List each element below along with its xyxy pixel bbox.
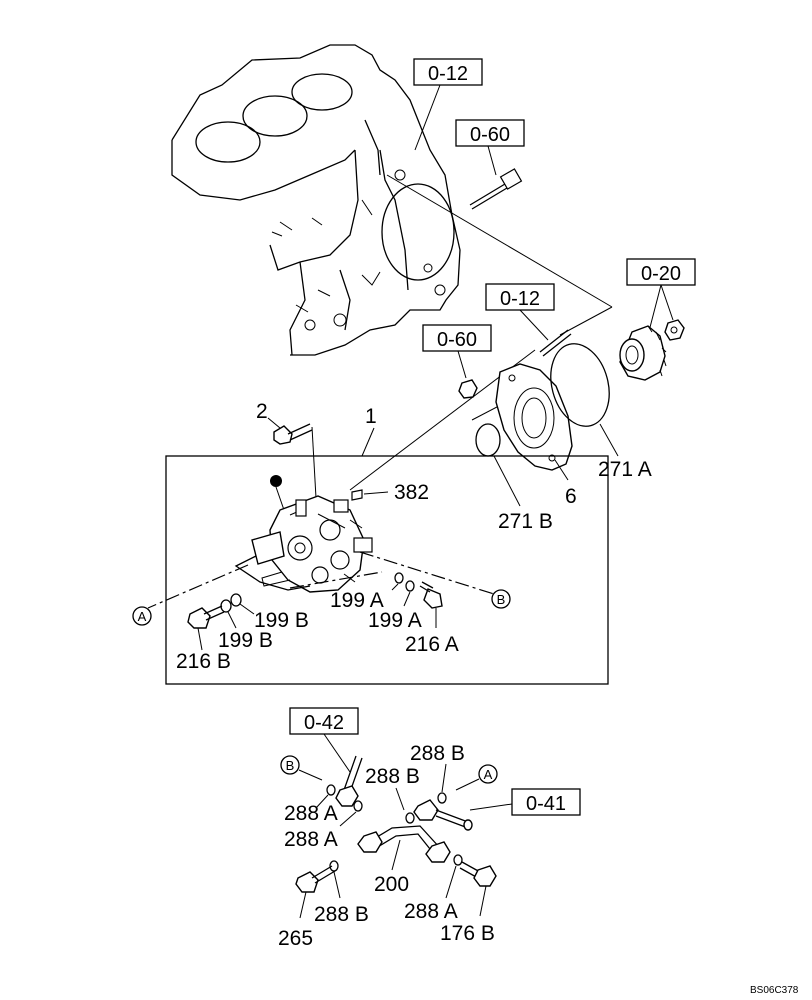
drive-gear bbox=[619, 325, 667, 381]
marker-b-right: B bbox=[491, 589, 511, 609]
label-382: 382 bbox=[394, 481, 429, 504]
drawing-code: BS06C378 bbox=[750, 985, 799, 996]
washer-288b-1 bbox=[437, 792, 447, 804]
assembly-box bbox=[165, 455, 609, 685]
ref-0-41: 0-41 bbox=[526, 793, 566, 815]
ref-0-60-mid: 0-60 bbox=[437, 329, 477, 351]
label-288b-1: 288 B bbox=[410, 742, 465, 765]
bolt-216a bbox=[419, 581, 443, 609]
ref-box-0-12-top: 0-12 bbox=[413, 58, 483, 86]
label-288a-1: 288 A bbox=[284, 802, 338, 825]
label-288b-3: 288 B bbox=[314, 903, 369, 926]
label-265: 265 bbox=[278, 927, 313, 950]
label-216b: 216 B bbox=[176, 650, 231, 673]
washer-199a-b bbox=[405, 580, 415, 592]
ref-box-0-20: 0-20 bbox=[626, 258, 696, 286]
nut-0-60-mid bbox=[458, 379, 478, 399]
ref-box-0-42: 0-42 bbox=[289, 707, 359, 735]
label-199a-1: 199 A bbox=[330, 589, 384, 612]
ref-0-42: 0-42 bbox=[304, 712, 344, 734]
label-216a: 216 A bbox=[405, 633, 459, 656]
washer-288b-2 bbox=[405, 812, 415, 824]
label-288b-2: 288 B bbox=[365, 765, 420, 788]
label-6: 6 bbox=[565, 485, 577, 508]
label-271a: 271 A bbox=[598, 458, 652, 481]
pipe-200 bbox=[357, 825, 451, 863]
label-288a-2: 288 A bbox=[284, 828, 338, 851]
ref-0-60-top: 0-60 bbox=[470, 124, 510, 146]
bolt-265 bbox=[295, 865, 336, 893]
label-199b-1: 199 B bbox=[254, 609, 309, 632]
label-2: 2 bbox=[256, 400, 268, 423]
washer-199b-a bbox=[230, 593, 242, 607]
fuel-pump bbox=[234, 495, 373, 593]
svg-text:A: A bbox=[138, 609, 147, 624]
label-199b-2: 199 B bbox=[218, 629, 273, 652]
washer-199b-b bbox=[220, 599, 232, 613]
stud-bolt-top bbox=[469, 168, 523, 210]
ref-0-12-top: 0-12 bbox=[428, 63, 468, 85]
label-176b: 176 B bbox=[440, 922, 495, 945]
ref-0-12-mid: 0-12 bbox=[500, 288, 540, 310]
nut-0-20 bbox=[664, 319, 685, 341]
svg-text:B: B bbox=[497, 592, 506, 607]
marker-a-lower: A bbox=[478, 764, 498, 784]
item-382 bbox=[351, 489, 363, 501]
label-200: 200 bbox=[374, 873, 409, 896]
ref-box-0-60-top: 0-60 bbox=[455, 119, 525, 147]
o-ring-271a bbox=[550, 343, 610, 427]
ref-0-20: 0-20 bbox=[641, 263, 681, 285]
washer-288a-2 bbox=[353, 800, 363, 812]
marker-b-lower: B bbox=[280, 755, 300, 775]
cover-plate bbox=[495, 363, 573, 471]
ref-box-0-41: 0-41 bbox=[511, 788, 581, 816]
label-199a-2: 199 A bbox=[368, 609, 422, 632]
washer-288a-1 bbox=[326, 784, 336, 796]
label-1: 1 bbox=[365, 405, 377, 428]
label-271b: 271 B bbox=[498, 510, 553, 533]
ref-box-0-60-mid: 0-60 bbox=[422, 324, 492, 352]
svg-text:B: B bbox=[286, 758, 295, 773]
svg-text:A: A bbox=[484, 767, 493, 782]
bolt-176b bbox=[459, 861, 497, 887]
ref-box-0-12-mid: 0-12 bbox=[485, 283, 555, 311]
pipe-0-42 bbox=[335, 755, 363, 807]
marker-a-left: A bbox=[132, 606, 152, 626]
bolt-216b bbox=[187, 605, 225, 629]
bolt-2 bbox=[273, 423, 313, 445]
pipe-0-41 bbox=[413, 799, 473, 831]
washer-199a-a bbox=[394, 572, 404, 584]
engine-block bbox=[171, 44, 461, 356]
dot-marker bbox=[270, 475, 282, 487]
o-ring-271b bbox=[475, 423, 501, 457]
label-288a-3: 288 A bbox=[404, 900, 458, 923]
stud-mid bbox=[539, 329, 572, 357]
washer-288a-3 bbox=[453, 854, 463, 866]
washer-288b-3 bbox=[329, 860, 339, 872]
